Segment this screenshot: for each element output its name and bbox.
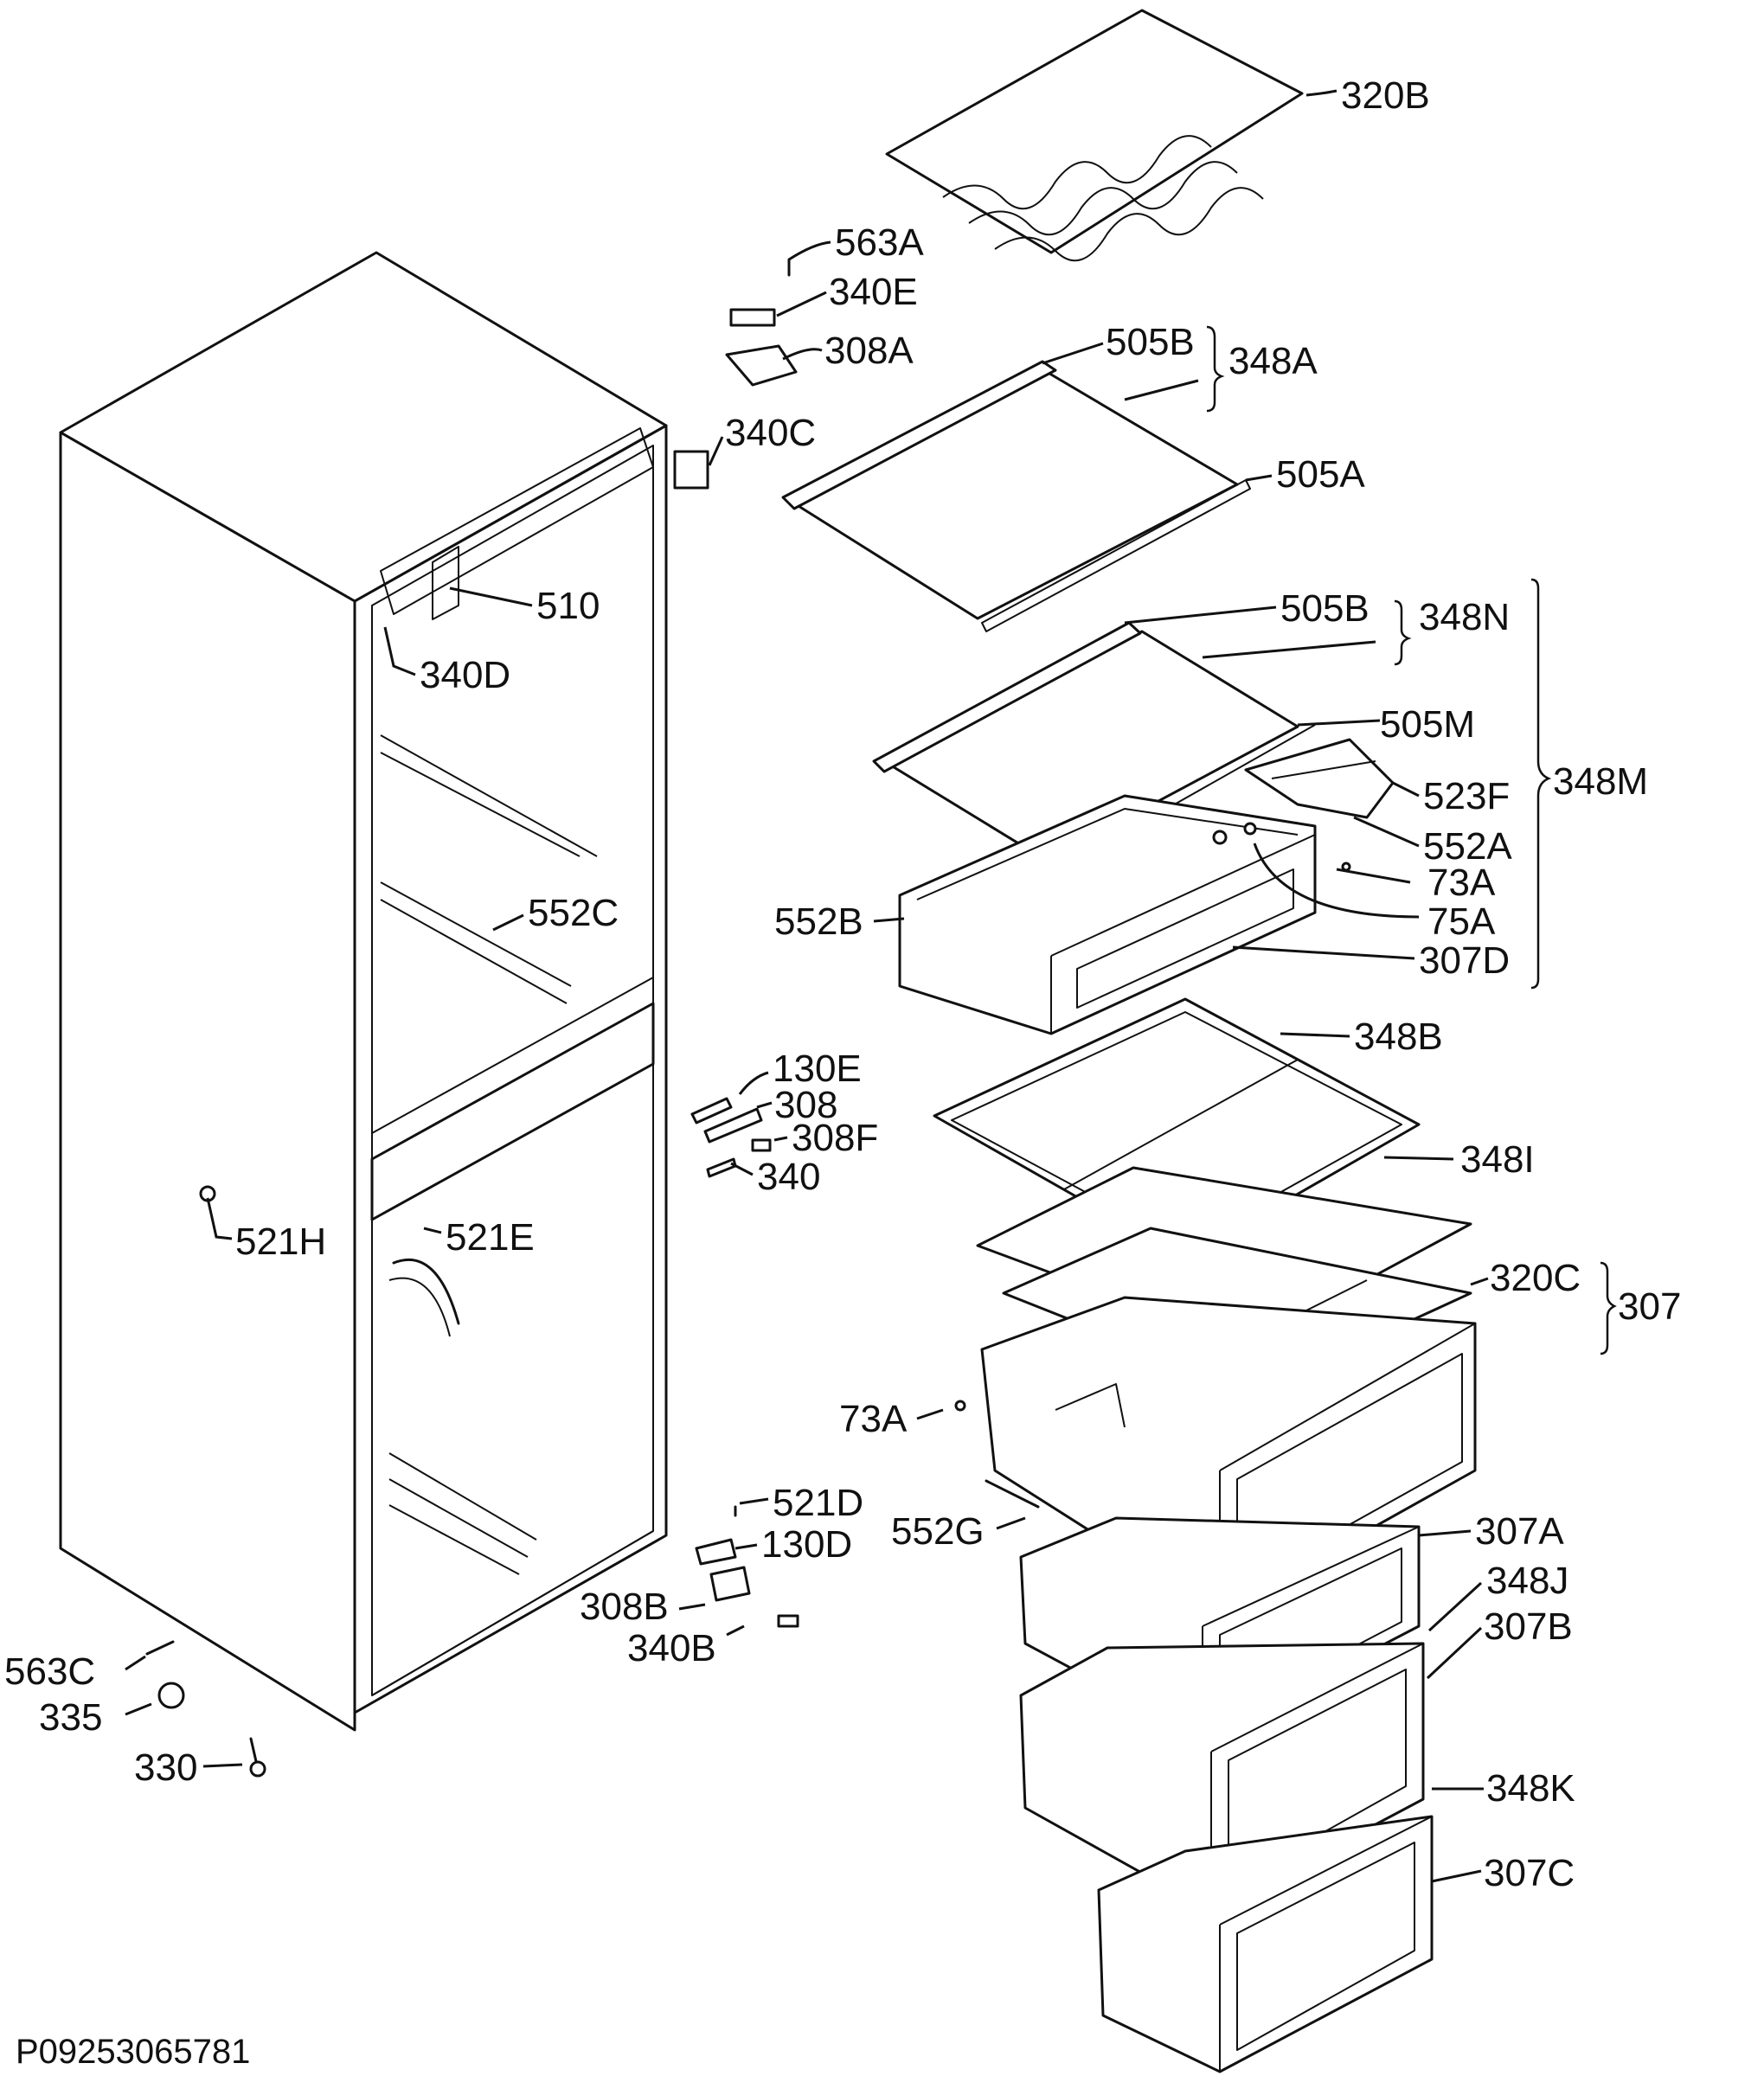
label-505M: 505M: [1380, 703, 1475, 746]
label-348J: 348J: [1486, 1560, 1568, 1602]
label-307A: 307A: [1475, 1510, 1564, 1553]
glass-shelf-348A: [781, 360, 1251, 632]
label-348A: 348A: [1228, 340, 1318, 382]
feet-parts: [145, 1185, 266, 1778]
glass-shelf-348N: [872, 621, 1316, 870]
label-521D: 521D: [773, 1482, 863, 1524]
label-307: 307: [1618, 1285, 1681, 1328]
cabinet-body: [59, 251, 668, 1732]
label-307C: 307C: [1484, 1852, 1575, 1894]
hinge-parts-bottom: [695, 1505, 799, 1628]
screw-73A-upper: [1341, 862, 1351, 872]
label-73A-upper: 73A: [1427, 862, 1496, 904]
label-552C: 552C: [528, 892, 619, 934]
label-348M: 348M: [1553, 760, 1648, 803]
label-308B: 308B: [580, 1586, 669, 1628]
drawer-307D: [898, 794, 1317, 1035]
label-505B-top: 505B: [1106, 321, 1195, 363]
hinge-parts-top: [673, 258, 798, 490]
label-552G: 552G: [891, 1510, 985, 1553]
label-523F: 523F: [1423, 775, 1510, 817]
label-348K: 348K: [1486, 1767, 1575, 1810]
label-552B: 552B: [774, 900, 863, 943]
label-130D: 130D: [761, 1523, 852, 1566]
hinge-parts-middle: [690, 1097, 772, 1178]
freezer-drawer-307C: [1097, 1815, 1434, 2073]
label-563C: 563C: [4, 1650, 95, 1693]
label-340C: 340C: [725, 412, 816, 454]
label-505B-middle: 505B: [1280, 587, 1370, 630]
screw-73A-lower: [954, 1400, 966, 1412]
label-510: 510: [536, 585, 600, 627]
label-340: 340: [757, 1156, 820, 1198]
label-335: 335: [39, 1696, 102, 1739]
label-505A: 505A: [1276, 453, 1365, 496]
label-521E: 521E: [446, 1216, 535, 1259]
label-348I: 348I: [1460, 1138, 1535, 1181]
label-75A: 75A: [1427, 900, 1496, 943]
label-348N: 348N: [1419, 596, 1510, 638]
label-340B: 340B: [627, 1627, 716, 1669]
label-330: 330: [134, 1746, 197, 1789]
label-340E: 340E: [829, 271, 918, 313]
label-348B: 348B: [1354, 1016, 1443, 1058]
label-73A-lower: 73A: [839, 1398, 908, 1440]
label-307B: 307B: [1484, 1605, 1573, 1648]
label-563A: 563A: [835, 221, 924, 264]
slide-552G: [985, 1479, 1040, 1509]
document-id: P09253065781: [16, 2033, 250, 2071]
wine-rack: [885, 9, 1304, 262]
shelf-bracket-523F: [1244, 738, 1395, 819]
label-320B: 320B: [1341, 74, 1430, 117]
label-320C: 320C: [1490, 1257, 1581, 1299]
label-521H: 521H: [235, 1221, 326, 1263]
label-552A: 552A: [1423, 825, 1512, 868]
leader-lines: [125, 89, 1489, 1883]
part-labels: 320B 563A 340E 308A 505B 348A 340C 505A …: [4, 74, 1681, 1894]
label-340D: 340D: [420, 654, 510, 696]
label-307D: 307D: [1419, 939, 1510, 982]
label-130E: 130E: [773, 1048, 862, 1090]
label-308: 308: [774, 1084, 837, 1126]
label-308A: 308A: [824, 330, 914, 372]
group-braces: [1206, 325, 1617, 1355]
label-308F: 308F: [792, 1117, 878, 1159]
